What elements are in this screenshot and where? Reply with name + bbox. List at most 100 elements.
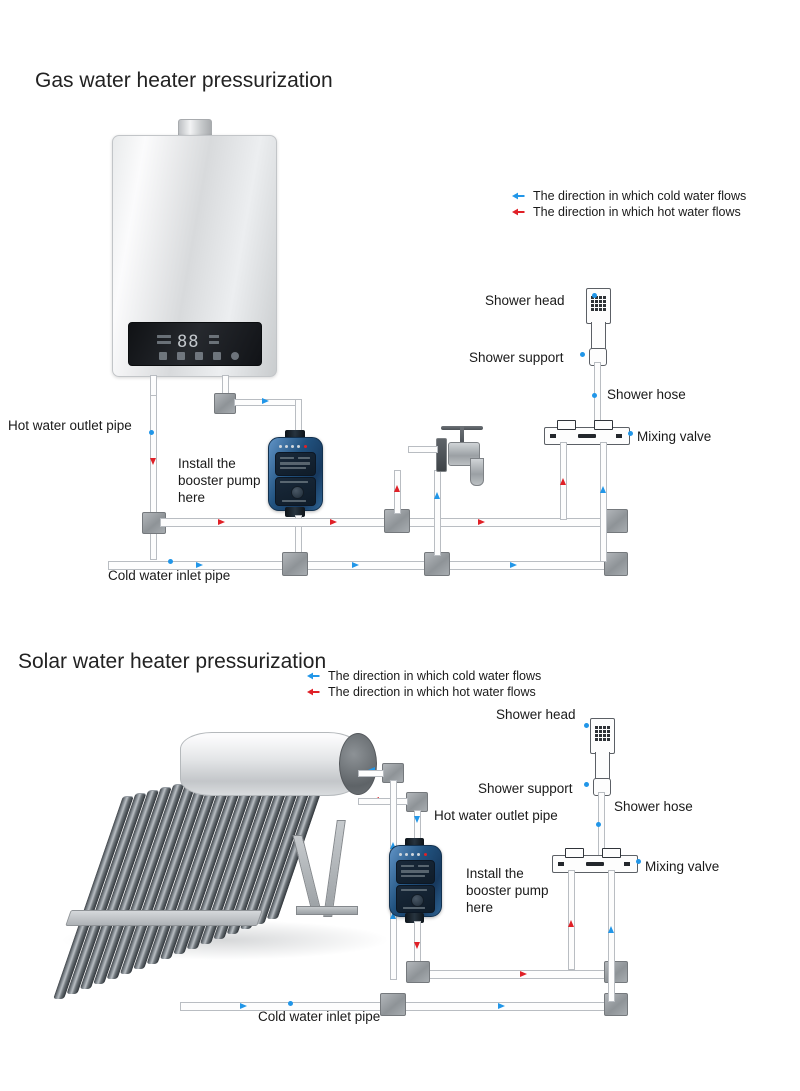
heater-outlet-stub-left	[150, 375, 157, 397]
pump-power-led	[424, 853, 427, 856]
label-cold-water-inlet-pipe: Cold water inlet pipe	[258, 1009, 381, 1024]
legend-row-hot: The direction in which hot water flows	[305, 684, 541, 700]
flow-arrow-cold	[599, 486, 606, 493]
flow-arrow-hot	[330, 519, 337, 525]
gas-diagram-title: Gas water heater pressurization	[35, 69, 333, 92]
left-arrow-icon	[307, 688, 320, 696]
mixing-valve-knob-right[interactable]	[594, 420, 613, 430]
flow-arrow-hot	[413, 942, 420, 949]
pump-top-cap	[285, 430, 305, 439]
flow-dot	[149, 430, 154, 435]
shower-head	[586, 288, 611, 324]
mixer-cold-leg	[600, 442, 607, 562]
tank-cold-inlet	[358, 770, 384, 777]
flow-arrow-cold	[240, 1003, 247, 1009]
solar-tank-cap	[339, 733, 377, 795]
flow-dot	[636, 859, 641, 864]
flow-dot	[584, 723, 589, 728]
mixing-valve[interactable]	[552, 855, 638, 873]
elbow-fitting	[406, 792, 428, 812]
hot-water-main-line	[428, 970, 628, 979]
mixer-cold-leg	[608, 870, 615, 1002]
collector-base	[65, 910, 263, 926]
solar-tank	[180, 732, 360, 796]
flow-dot	[288, 1001, 293, 1006]
faucet-hot-riser	[394, 470, 401, 514]
tee-fitting	[424, 552, 450, 576]
tank-hot-outlet	[358, 798, 408, 805]
flow-arrow-hot	[393, 485, 400, 492]
panel-button-4[interactable]	[213, 352, 221, 360]
flow-dot	[628, 431, 633, 436]
flow-dot	[584, 782, 589, 787]
shower-neck	[591, 322, 606, 350]
label-shower-hose: Shower hose	[607, 387, 686, 402]
flow-dot	[596, 822, 601, 827]
pump-knob[interactable]	[410, 894, 424, 907]
elbow-fitting	[604, 509, 628, 533]
elbow-fitting	[214, 393, 236, 414]
shower-neck	[595, 752, 610, 780]
left-arrow-icon	[307, 672, 320, 680]
pump-label-plate	[274, 452, 317, 476]
label-shower-support: Shower support	[478, 781, 573, 796]
label-mixing-valve: Mixing valve	[645, 859, 720, 874]
pump-lower-plate	[274, 477, 317, 506]
left-arrow-icon	[512, 208, 525, 216]
legend-label-cold: The direction in which cold water flows	[328, 669, 542, 683]
faucet-handle-stem	[460, 426, 464, 444]
panel-power-button[interactable]	[231, 352, 239, 360]
flow-arrow-hot	[149, 458, 156, 465]
legend-label-hot: The direction in which hot water flows	[328, 685, 536, 699]
flow-arrow-cold	[196, 562, 203, 568]
flow-dot	[592, 293, 597, 298]
label-hot-water-outlet-pipe: Hot water outlet pipe	[434, 808, 558, 823]
faucet-spout	[470, 458, 484, 486]
label-install-booster-pump: Install the booster pump here	[178, 456, 261, 505]
shower-head	[590, 718, 615, 754]
pump-bottom-cap	[405, 913, 424, 923]
flow-arrow-cold	[262, 398, 269, 404]
flow-arrow-hot	[559, 478, 566, 485]
panel-button-3[interactable]	[195, 352, 203, 360]
heater-control-panel: 88	[128, 322, 262, 366]
solar-legend: The direction in which cold water flows …	[305, 668, 541, 700]
legend-row-cold: The direction in which cold water flows	[510, 188, 746, 204]
flow-arrow-cold	[389, 842, 396, 849]
faucet-flange	[436, 438, 447, 472]
legend-label-hot: The direction in which hot water flows	[533, 205, 741, 219]
legend-row-hot: The direction in which hot water flows	[510, 204, 746, 220]
panel-button-2[interactable]	[177, 352, 185, 360]
label-install-booster-pump: Install the booster pump here	[466, 866, 549, 915]
flow-dot	[580, 352, 585, 357]
flow-arrow-cold	[413, 816, 420, 823]
label-hot-water-outlet-pipe: Hot water outlet pipe	[8, 418, 132, 433]
solar-hot-downpipe	[414, 810, 421, 840]
left-arrow-icon	[512, 192, 525, 200]
legend-row-cold: The direction in which cold water flows	[305, 668, 541, 684]
shower-head-nozzles	[591, 296, 606, 311]
pump-knob[interactable]	[290, 486, 304, 499]
panel-button-1[interactable]	[159, 352, 167, 360]
label-shower-support: Shower support	[469, 350, 564, 365]
pump-label-plate	[395, 860, 436, 884]
mixing-valve-knob-right[interactable]	[602, 848, 621, 858]
flow-arrow-hot	[478, 519, 485, 525]
gas-legend: The direction in which cold water flows …	[510, 188, 746, 220]
mixing-valve-knob-left[interactable]	[565, 848, 584, 858]
hot-water-outlet-pipe	[150, 395, 157, 560]
faucet-cold-riser	[434, 470, 441, 556]
label-shower-head: Shower head	[496, 707, 576, 722]
booster-pump	[268, 437, 323, 511]
flow-dot	[168, 559, 173, 564]
faucet-supply-pipe	[408, 446, 438, 453]
flow-arrow-cold	[352, 562, 359, 568]
mixing-valve[interactable]	[544, 427, 630, 445]
mixing-valve-knob-left[interactable]	[557, 420, 576, 430]
solar-heater-diagram: Solar water heater pressurization The di…	[0, 620, 800, 1091]
flow-arrow-hot	[520, 971, 527, 977]
elbow-fitting	[406, 961, 430, 983]
booster-pump	[389, 845, 442, 917]
flow-arrow-cold	[433, 492, 440, 499]
pump-top-cap	[405, 838, 424, 847]
